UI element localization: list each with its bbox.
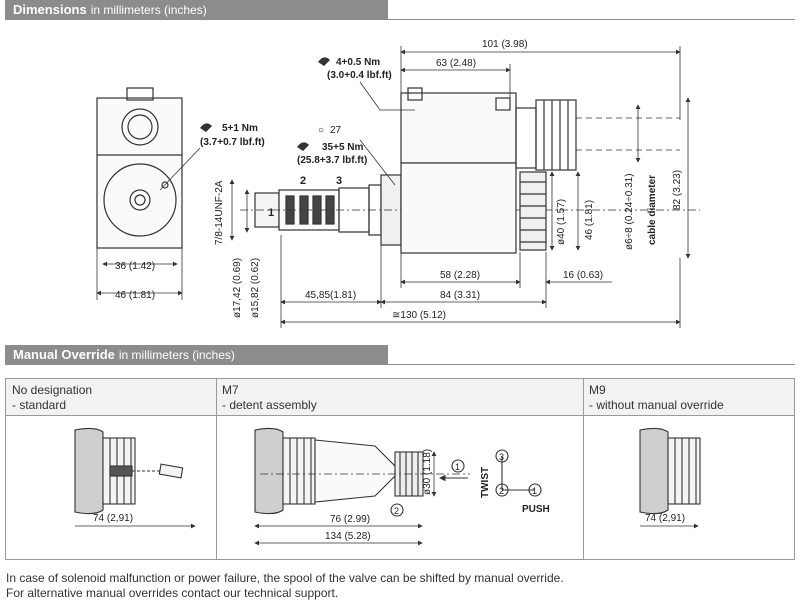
dim-cable: ø6÷8 (0.24÷0.31): [624, 173, 635, 250]
dimensions-drawing: 36 (1.42) 46 (1.81) 5+1 Nm (3.7+0.7 lbf.…: [96, 39, 700, 328]
torque-cartridge-1: 35+5 Nm: [322, 142, 364, 153]
dim-45-85: 45,85(1.81): [305, 290, 356, 301]
m9-override-drawing: [639, 427, 701, 529]
dim-58: 58 (2.28): [440, 270, 480, 281]
torque-cartridge-2: (25.8+3.7 lbf.ft): [297, 155, 367, 166]
end-view: [96, 87, 183, 249]
dim-46-v: 46 (1.81): [584, 200, 595, 240]
manual-override-subtitle: in millimeters (inches): [118, 348, 235, 362]
column-m7-desc: - detent assembly: [222, 398, 317, 412]
wrench-icon-2: [297, 142, 309, 151]
port-3: 3: [336, 175, 342, 187]
m7-diagram-step-2: 2: [499, 486, 504, 496]
m7-diagram-step-1: 1: [532, 486, 537, 496]
dim-36: 36 (1.42): [115, 261, 155, 272]
dim-101: 101 (3.98): [482, 39, 528, 50]
column-divider: [583, 379, 584, 559]
m7-override-drawing: [254, 427, 542, 546]
dim-16: 16 (0.63): [563, 270, 603, 281]
dim-82: 82 (3.23): [672, 170, 683, 210]
column-m9-header: M9 - without manual override: [585, 379, 790, 415]
column-standard-header: No designation - standard: [8, 379, 214, 415]
solenoid-body: [400, 87, 680, 254]
m7-dim-76: 76 (2.99): [330, 514, 370, 525]
dia-15-82: ø15,82 (0.62): [250, 258, 261, 318]
cartridge-body: [240, 174, 700, 246]
torque-left-1: 5+1 Nm: [222, 123, 258, 134]
cable-label: cable diameter: [647, 175, 658, 245]
port-1: 1: [268, 207, 274, 219]
m7-step-1: 1: [455, 462, 460, 472]
dim-46-h: 46 (1.81): [115, 290, 155, 301]
standard-dim: 74 (2,91): [93, 513, 133, 524]
m9-dim: 74 (2,91): [645, 513, 685, 524]
wrench-icon: [200, 123, 212, 132]
wrench-icon-3: [318, 57, 330, 66]
column-m7-header: M7 - detent assembly: [218, 379, 578, 415]
table-header-row: [6, 379, 794, 416]
standard-override-drawing: [74, 427, 196, 529]
thread-label: 7/8-14UNF-2A: [214, 180, 225, 245]
column-divider: [216, 379, 217, 559]
manual-override-table: No designation - standard M7 - detent as…: [5, 378, 795, 560]
footer-line-1: In case of solenoid malfunction or power…: [6, 571, 564, 585]
torque-top-1: 4+0.5 Nm: [336, 57, 380, 68]
m7-dim-30: ø30 (1.18): [422, 449, 433, 495]
torque-left-2: (3.7+0.7 lbf.ft): [200, 137, 265, 148]
dimensions-subtitle: in millimeters (inches): [90, 3, 207, 17]
column-standard-desc: - standard: [12, 398, 67, 412]
dia-17-42: ø17,42 (0.69): [232, 258, 243, 318]
column-m9-desc: - without manual override: [589, 398, 724, 412]
manual-override-header-rule: [5, 364, 795, 365]
port-2: 2: [300, 175, 306, 187]
column-m9-code: M9: [589, 383, 606, 397]
column-standard-code: No designation: [12, 383, 93, 397]
dim-130: ≅130 (5.12): [392, 310, 446, 321]
dim-84: 84 (3.31): [440, 290, 480, 301]
dim-40: ø40 (1.57): [556, 199, 567, 245]
hex-icon: ○: [318, 125, 324, 136]
manual-override-drawings: 74 (2,91) 76 (2.99) 134 (5.28) ø30 (1.18…: [74, 427, 701, 546]
m7-push: PUSH: [522, 504, 550, 515]
m7-diagram-step-3: 3: [499, 452, 504, 462]
manual-override-title: Manual Override: [13, 347, 115, 362]
footer-line-2: For alternative manual overrides contact…: [6, 586, 339, 600]
torque-top-2: (3.0+0.4 lbf.ft): [327, 70, 392, 81]
m7-dim-134: 134 (5.28): [325, 531, 371, 542]
dimensions-title: Dimensions: [13, 2, 87, 17]
dim-63: 63 (2.48): [436, 58, 476, 69]
dimensions-header-rule: [5, 19, 795, 20]
m7-twist: TWIST: [480, 467, 491, 498]
end-view-dimensions: [96, 248, 183, 300]
column-m7-code: M7: [222, 383, 239, 397]
wrench-size: 27: [330, 125, 342, 136]
m7-step-2: 2: [394, 506, 399, 516]
